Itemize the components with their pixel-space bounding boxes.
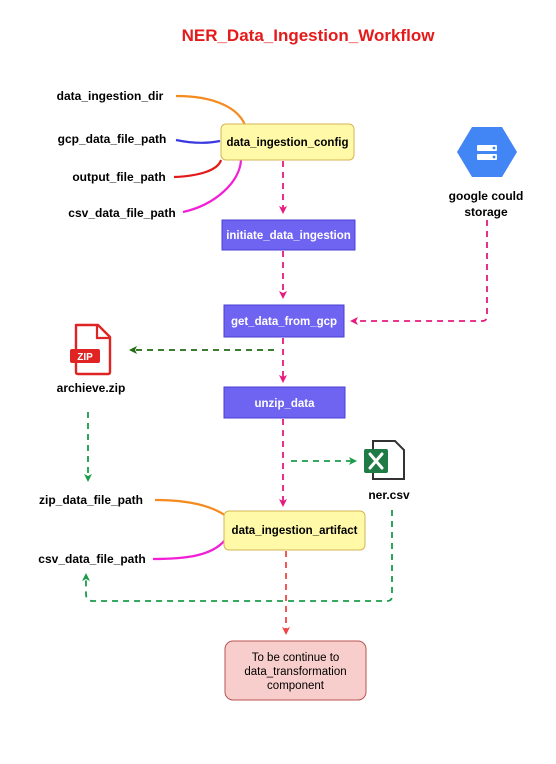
input-label-gcp-data-file-path: gcp_data_file_path [58, 132, 167, 146]
zip-file-icon: ZIP [70, 323, 112, 376]
next-component-line2: data_transformation [244, 666, 346, 678]
arrow-csv-to-csv-path [82, 510, 393, 602]
connector-zip-data-file-path [154, 498, 227, 517]
input-label-data-ingestion-dir: data_ingestion_dir [57, 89, 164, 103]
connector-data-ingestion-dir [175, 94, 247, 126]
connector-gcp-data-file-path [175, 138, 221, 144]
artifact-box[interactable] [223, 510, 366, 551]
zip-badge-text: ZIP [77, 352, 93, 363]
input-label-csv-data-file-path: csv_data_file_path [68, 206, 175, 220]
excel-file-icon [364, 440, 405, 480]
connector-output-file-path [173, 159, 223, 179]
output-label-csv-data-file-path: csv_data_file_path [38, 552, 145, 566]
diagram-title: NER_Data_Ingestion_Workflow [182, 26, 436, 45]
unzip-step-box[interactable] [223, 386, 346, 419]
get-data-step-box[interactable] [223, 304, 345, 338]
config-box[interactable] [220, 123, 355, 161]
config-box-label: data_ingestion_config [226, 137, 348, 149]
output-label-zip-data-file-path: zip_data_file_path [39, 493, 143, 507]
arrow-gcs-to-get-data [350, 220, 488, 325]
connector-csv-data-file-path [182, 159, 243, 214]
gcs-label-line2: storage [464, 205, 508, 219]
initiate-step-box[interactable] [221, 219, 356, 251]
zip-file-label: archieve.zip [57, 381, 126, 395]
artifact-box-label: data_ingestion_artifact [232, 525, 358, 537]
get-data-step-label: get_data_from_gcp [231, 316, 337, 328]
next-component-line3: component [267, 680, 325, 692]
connector-artifact-csv-data-file-path [152, 539, 226, 561]
csv-file-label: ner.csv [368, 488, 410, 502]
next-component-box[interactable] [224, 640, 367, 701]
initiate-step-label: initiate_data_ingestion [226, 230, 351, 242]
next-component-line1: To be continue to [252, 652, 340, 664]
google-cloud-storage-icon [457, 127, 517, 177]
gcs-label-line1: google could [449, 189, 524, 203]
unzip-step-label: unzip_data [254, 398, 315, 410]
input-label-output-file-path: output_file_path [72, 170, 165, 184]
